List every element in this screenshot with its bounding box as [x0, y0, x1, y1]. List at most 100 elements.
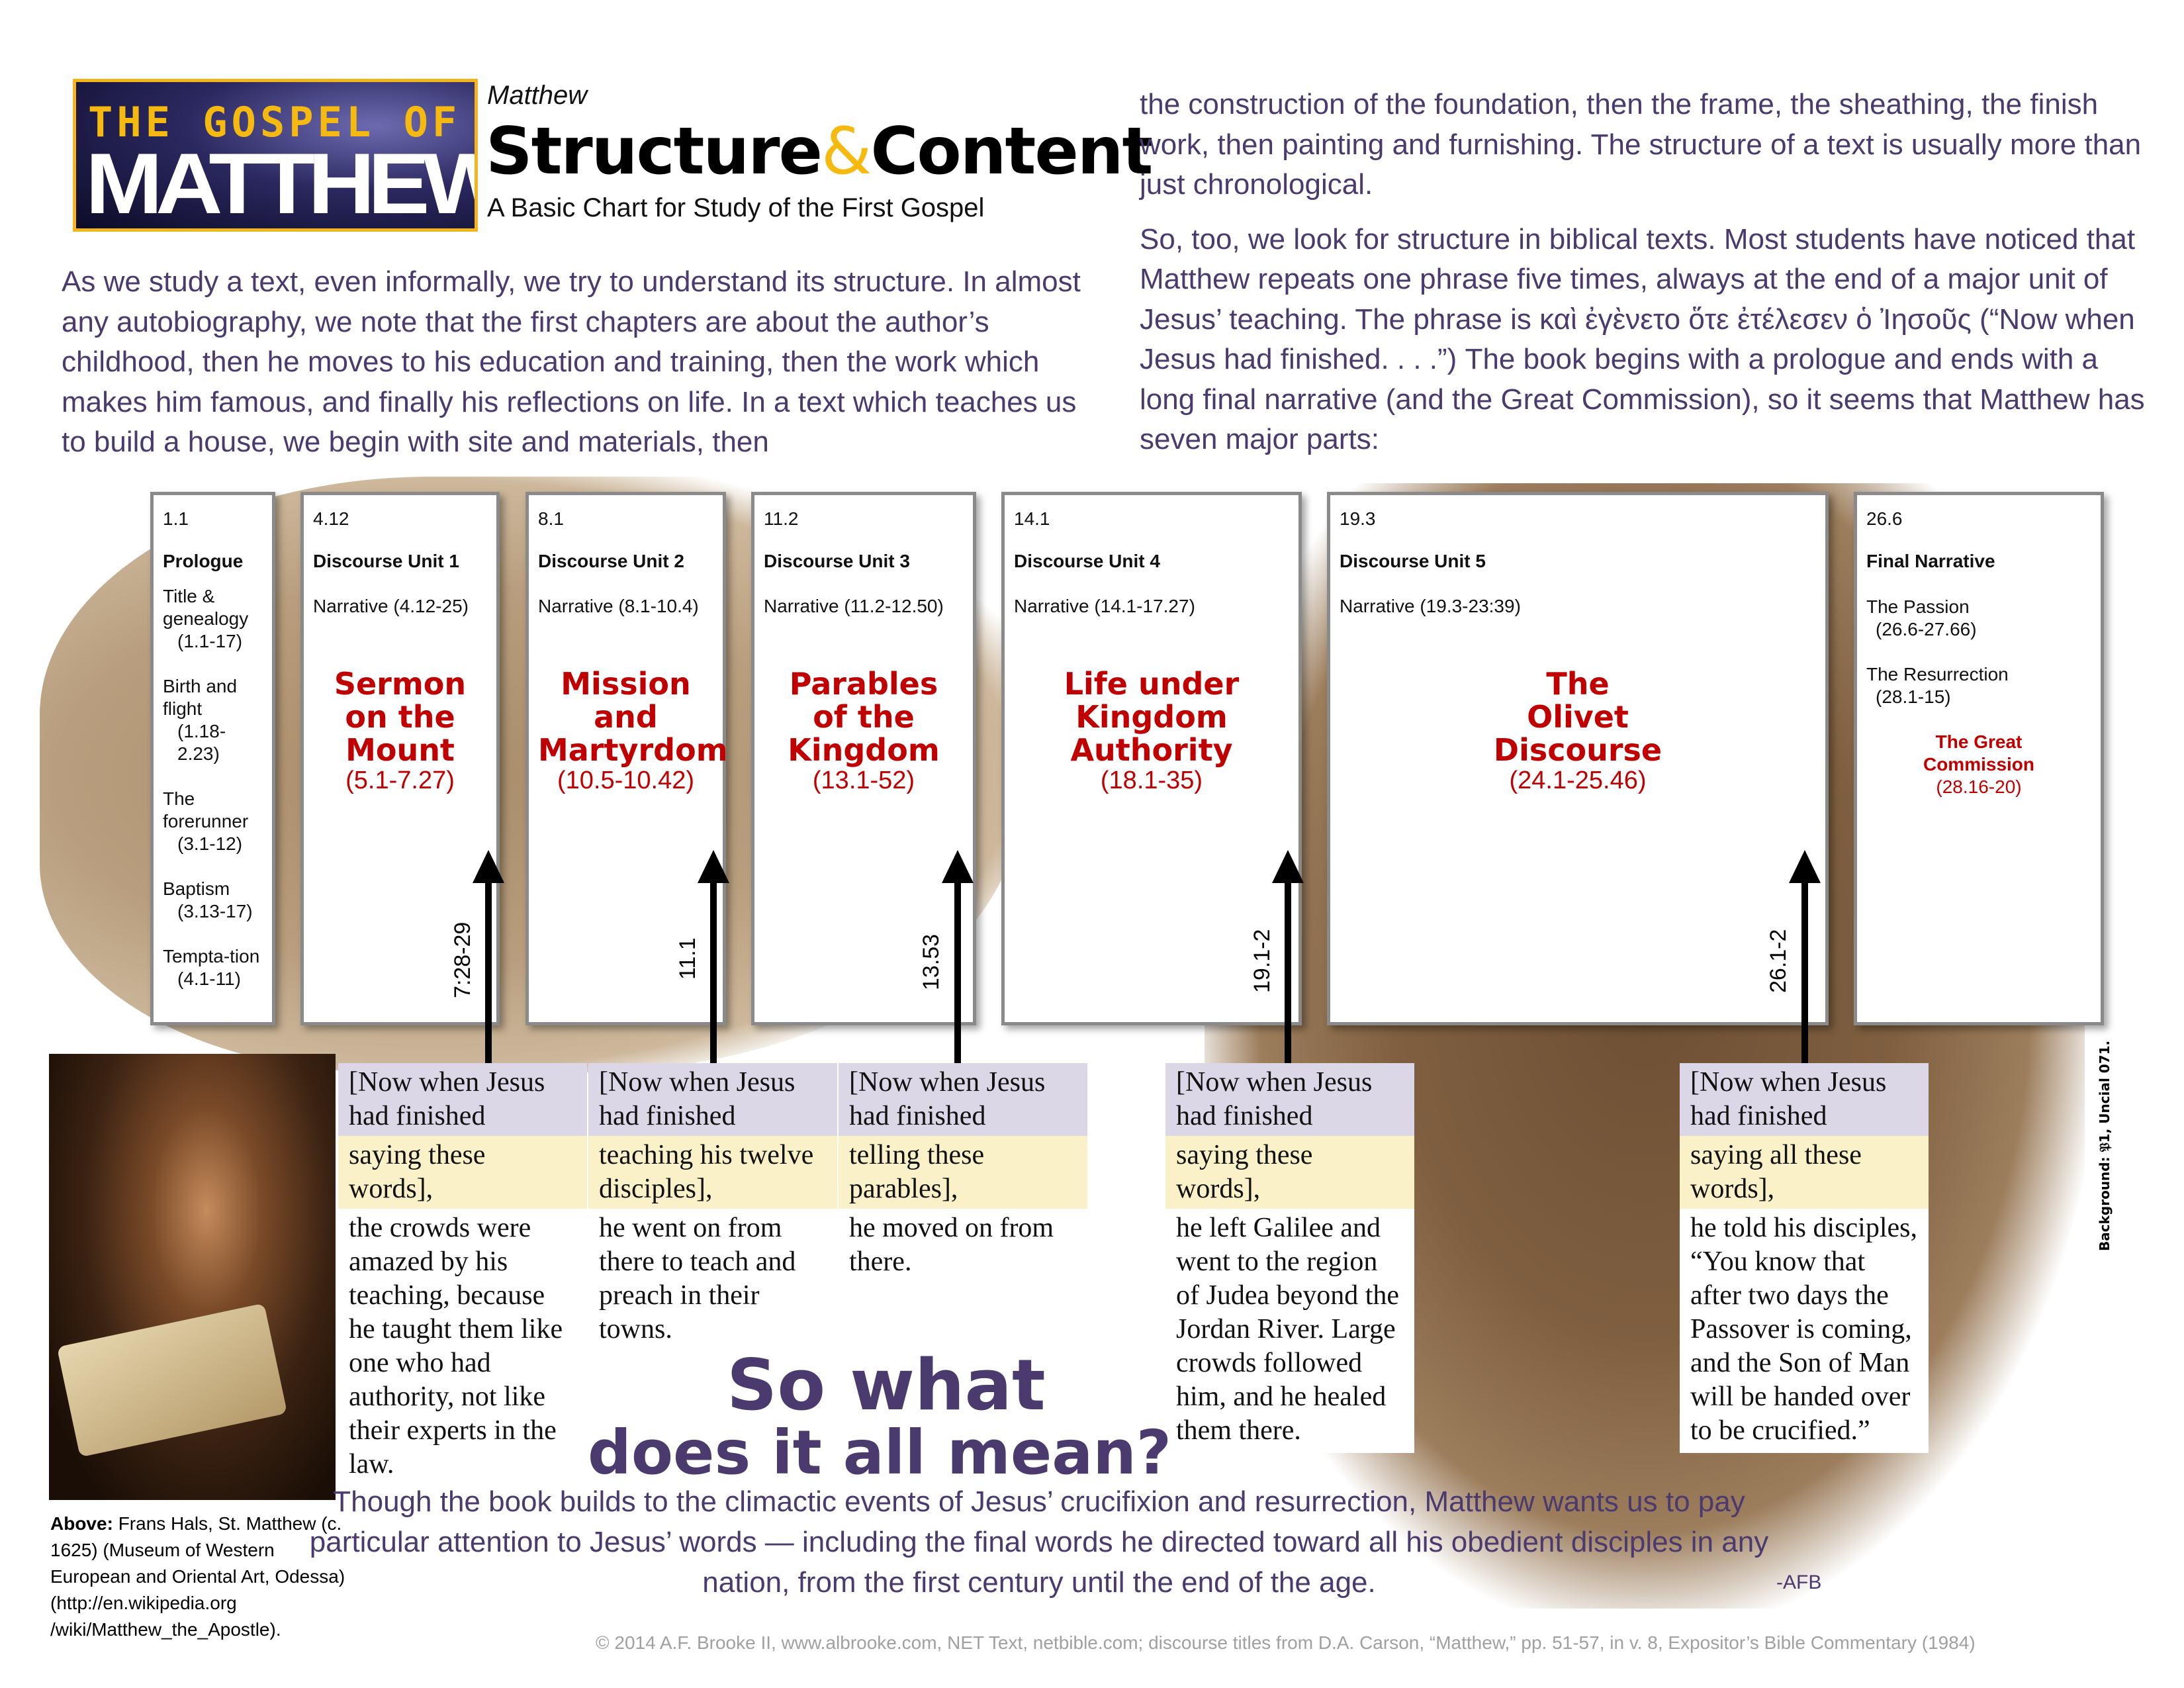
so-what-subheading: does it all mean? [588, 1417, 1172, 1488]
arrow-shaft [1285, 880, 1291, 1067]
discourse-title-line: of the [813, 699, 915, 735]
quote-what-phrase: telling these parables], [839, 1136, 1087, 1209]
narrative-ref: Narrative (4.12-25) [313, 596, 469, 616]
quote-box: [Now when Jesus had finished saying thes… [338, 1063, 587, 1487]
quote-finished-phrase: [Now when Jesus had finished [839, 1063, 1087, 1136]
section-ref: 1.1 [163, 508, 189, 529]
quote-finished-phrase: [Now when Jesus had finished [588, 1063, 837, 1136]
discourse-ref: (5.1-7.27) [345, 767, 455, 794]
arrow-shaft [1801, 880, 1808, 1067]
title-part2: Content [870, 114, 1153, 189]
logo-text-bottom: MATTHEW [85, 135, 478, 232]
logo-text-top: THE GOSPEL OF [88, 98, 461, 146]
item-label: The forerunner [163, 788, 249, 831]
arrow-up-icon [473, 850, 504, 883]
discourse-unit-box: 19.3 Discourse Unit 5 Narrative (19.3-23… [1327, 492, 1829, 1025]
quote-rest: he moved on from there. [839, 1209, 1087, 1284]
item-ref: (1.18-2.23) [177, 721, 226, 764]
signature: -AFB [1776, 1571, 1822, 1593]
discourse-title-line: on the [345, 699, 455, 735]
prologue-item: The forerunner(3.1-12) [163, 788, 263, 855]
prologue-item: Title & genealogy(1.1-17) [163, 585, 263, 653]
quote-box: [Now when Jesus had finished saying all … [1680, 1063, 1929, 1453]
intro-right-paragraph-2: So, too, we look for structure in biblic… [1140, 222, 2145, 456]
caption-text: Frans Hals, St. Matthew (c. 1625) (Museu… [50, 1513, 345, 1640]
final-narrative-box: 26.6 Final Narrative The Passion(26.6-27… [1854, 492, 2104, 1025]
quote-what-phrase: saying these words], [1165, 1136, 1414, 1209]
item-label: Birth and flight [163, 676, 238, 719]
arrow-shaft [710, 880, 717, 1067]
discourse-title-line: Mission [561, 666, 691, 702]
narrative-ref: Narrative (19.3-23:39) [1340, 596, 1521, 616]
item-label: Title & genealogy [163, 586, 249, 629]
discourse-ref: (18.1-35) [1100, 767, 1203, 794]
item-ref: (3.1-12) [177, 833, 243, 854]
arrow-label: 19.1-2 [1250, 929, 1275, 993]
arrow-up-icon [1789, 850, 1821, 883]
item-label: The Passion [1866, 596, 1970, 617]
page-title: Structure&Content [486, 114, 1153, 189]
arrow-shaft [485, 880, 492, 1067]
narrative-ref: Narrative (8.1-10.4) [538, 596, 699, 616]
prologue-item: Birth and flight(1.18-2.23) [163, 675, 263, 765]
section-ref: 19.3 [1340, 508, 1376, 529]
so-what-heading: So what [727, 1344, 1046, 1426]
kicker: Matthew [487, 81, 588, 110]
item-label: Tempta-tion [163, 946, 260, 966]
item-ref: (4.1-11) [177, 968, 241, 989]
arrow-up-icon [942, 850, 974, 883]
quote-rest: the crowds were amazed by his teaching, … [338, 1209, 587, 1487]
title-part1: Structure [486, 114, 823, 189]
quote-what-phrase: teaching his twelve disciples], [588, 1136, 837, 1209]
section-name: Discourse Unit 5 [1340, 551, 1486, 571]
arrow-shaft [954, 880, 961, 1067]
quote-what-phrase: saying these words], [338, 1136, 587, 1209]
discourse-title-line: Kingdom [788, 732, 940, 768]
narrative-ref: Narrative (14.1-17.27) [1014, 596, 1195, 616]
discourse-unit-box: 4.12 Discourse Unit 1 Narrative (4.12-25… [300, 492, 500, 1025]
narrative-ref: Narrative (11.2-12.50) [764, 596, 944, 616]
quote-rest: he went on from there to teach and preac… [588, 1209, 837, 1352]
discourse-title-line: Parables [789, 666, 938, 702]
great-commission-ref: (28.16-20) [1936, 776, 2022, 797]
intro-right-paragraph-1: the construction of the foundation, then… [1140, 88, 2142, 201]
section-name: Prologue [163, 551, 244, 571]
background-note: Background: 𝔓1, Uncial 071. [2097, 1040, 2113, 1251]
discourse-ref: (10.5-10.42) [557, 767, 694, 794]
final-item: The Passion(26.6-27.66) [1866, 596, 2091, 641]
section-ref: 26.6 [1866, 508, 1903, 529]
section-ref: 8.1 [538, 508, 564, 529]
title-ampersand: & [821, 114, 872, 189]
discourse-title-line: Mount [345, 732, 455, 768]
prologue-item: Baptism(3.13-17) [163, 878, 263, 923]
intro-left-paragraph: As we study a text, even informally, we … [62, 265, 1081, 458]
section-ref: 11.2 [764, 508, 799, 529]
final-item: The Resurrection(28.1-15) [1866, 663, 2091, 708]
discourse-title-line: Authority [1070, 732, 1233, 768]
discourse-ref: (13.1-52) [812, 767, 915, 794]
quote-rest: he told his disciples, “You know that af… [1680, 1209, 1929, 1453]
subtitle: A Basic Chart for Study of the First Gos… [487, 193, 985, 222]
gospel-of-matthew-logo: THE GOSPEL OF MATTHEW [73, 79, 478, 232]
section-name: Discourse Unit 2 [538, 551, 684, 571]
discourse-unit-box: 14.1 Discourse Unit 4 Narrative (14.1-17… [1001, 492, 1302, 1025]
discourse-title-line: Sermon [334, 666, 467, 702]
arrow-up-icon [1272, 850, 1304, 883]
discourse-title-line: Olivet [1527, 699, 1629, 735]
quote-finished-phrase: [Now when Jesus had finished [1680, 1063, 1929, 1136]
quote-rest: he left Galilee and went to the region o… [1165, 1209, 1414, 1453]
discourse-unit-box: 11.2 Discourse Unit 3 Narrative (11.2-12… [751, 492, 976, 1025]
footer-credits: © 2014 A.F. Brooke II, www.albrooke.com,… [596, 1632, 1976, 1653]
item-label: The Resurrection [1866, 664, 2009, 684]
section-name: Final Narrative [1866, 551, 1995, 571]
item-ref: (28.1-15) [1876, 686, 1951, 707]
caption-label: Above: [50, 1513, 113, 1534]
discourse-title-line: Kingdom [1075, 699, 1228, 735]
quote-box: [Now when Jesus had finished teaching hi… [588, 1063, 837, 1352]
section-ref: 4.12 [313, 508, 349, 529]
closing-text: Though the book builds to the climactic … [309, 1485, 1769, 1599]
intro-left: As we study a text, even informally, we … [62, 262, 1081, 477]
section-name: Discourse Unit 4 [1014, 551, 1160, 571]
item-ref: (3.13-17) [177, 901, 253, 921]
discourse-title-line: Life under [1064, 666, 1240, 702]
